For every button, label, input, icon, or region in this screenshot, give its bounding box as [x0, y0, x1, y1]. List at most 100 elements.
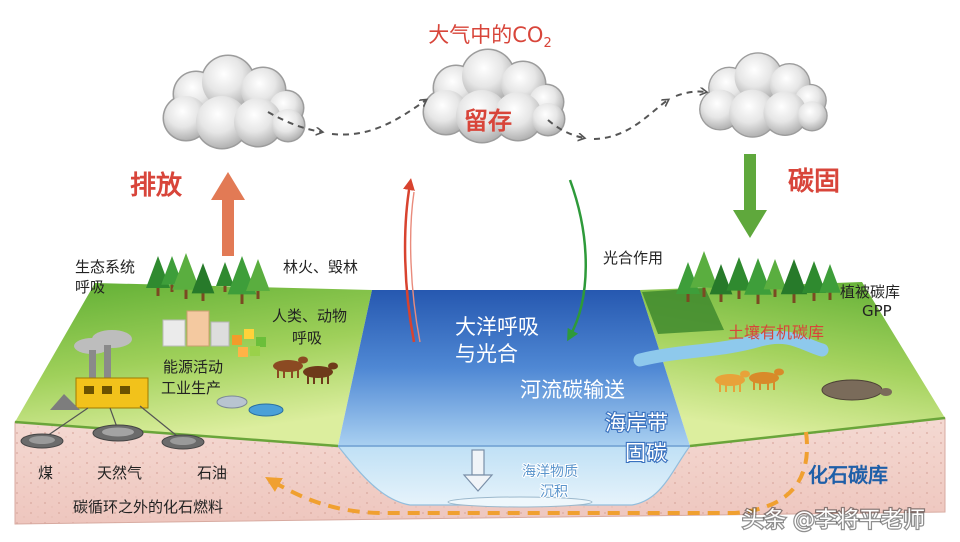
tree-icon	[726, 257, 752, 299]
chimney	[89, 350, 96, 380]
tree-icon	[191, 263, 215, 301]
animal-icon	[715, 370, 750, 392]
coastal-sequestration-label: 海岸带 固碳	[605, 411, 675, 465]
cube	[244, 329, 254, 339]
tree-crown	[780, 259, 808, 295]
deposit-core	[170, 437, 196, 445]
building	[162, 319, 186, 347]
energy-industry-label: 能源活动 工业生产	[161, 358, 228, 397]
label-line: 呼吸	[292, 329, 322, 347]
right-land-edge	[689, 416, 946, 448]
chimney	[104, 345, 111, 380]
arrow-head	[211, 172, 245, 200]
tree-trunk	[686, 292, 690, 302]
tree-crown	[709, 264, 733, 295]
tree-icon	[802, 261, 826, 301]
animals-left-icon	[273, 356, 338, 384]
tree-crown	[763, 259, 787, 290]
fixation-arrow-icon	[733, 154, 767, 238]
tree-crown	[744, 258, 772, 295]
tree-trunk	[256, 289, 260, 299]
smoke-icon	[74, 330, 132, 354]
tree-trunk	[201, 291, 205, 301]
factory-icon	[50, 345, 149, 410]
vegetation-field	[642, 288, 724, 334]
flow-segment	[593, 100, 668, 140]
arrow-shaft	[471, 449, 485, 476]
flow-segment	[547, 119, 584, 138]
fixation-label: 碳固	[788, 167, 840, 197]
tree-trunk	[828, 291, 832, 300]
tree-icon	[172, 253, 200, 299]
tree-icon	[763, 259, 787, 297]
gas-deposit-icon	[92, 424, 144, 442]
tree-crown	[216, 262, 234, 286]
arrow-shaft	[744, 154, 756, 212]
photosynthesis-label: 光合作用	[603, 249, 663, 267]
arrow-head	[462, 474, 494, 492]
label-line: 大洋呼吸	[455, 315, 539, 339]
tree-crown	[172, 253, 200, 290]
label-line: 生态系统	[75, 258, 135, 276]
tree-crown	[819, 264, 841, 293]
animal-body	[273, 360, 303, 372]
cars-icon	[216, 395, 284, 417]
tree-trunk	[792, 292, 796, 303]
river-transport-label: 河流碳输送	[520, 378, 625, 402]
cloud-right-icon	[699, 52, 828, 138]
shell	[821, 379, 883, 401]
flow-segment	[331, 100, 426, 136]
coal-deposit-icon	[20, 433, 64, 449]
animal-head	[740, 370, 750, 378]
retention-label: 留存	[464, 107, 512, 135]
fossil-outside-cycle-label: 碳循环之外的化石燃料	[73, 498, 223, 516]
tree-crown	[191, 263, 215, 294]
tree-crown	[246, 259, 270, 291]
watermark: 头条 @李将平老师	[742, 508, 925, 533]
label-line: 呼吸	[75, 278, 105, 296]
cube	[232, 335, 242, 345]
animals-right-icon	[715, 368, 784, 392]
label-line: 能源活动	[163, 358, 223, 376]
tree-icon	[780, 259, 808, 303]
sinking-arrow-icon	[462, 449, 494, 492]
building	[210, 321, 230, 347]
animal-body	[749, 372, 779, 384]
buildings-icon	[162, 310, 230, 347]
natural-gas-label: 天然气	[97, 464, 142, 482]
fire-deforestation-label: 林火、毁林	[283, 258, 358, 276]
tree-icon	[744, 258, 772, 304]
gpp-label: GPP	[862, 302, 892, 320]
animal-body	[303, 366, 333, 378]
trees-layer	[146, 251, 841, 304]
tree-trunk	[719, 292, 723, 302]
tree-trunk	[702, 285, 706, 297]
emission-arrow-icon	[211, 172, 245, 256]
tree-trunk	[156, 286, 160, 296]
animal-icon	[273, 356, 308, 378]
tree-trunk	[756, 292, 760, 304]
tree-trunk	[223, 284, 227, 292]
ocean-outgassing-arrow	[409, 191, 421, 343]
cube	[238, 347, 248, 357]
tree-icon	[216, 262, 234, 292]
tree-icon	[819, 264, 841, 300]
animal-head	[328, 362, 338, 370]
tortoise-icon	[821, 379, 892, 401]
sediment-layer	[447, 496, 593, 508]
pipeline	[43, 407, 89, 439]
tree-trunk	[170, 283, 174, 292]
animal-head	[298, 356, 308, 364]
factory-window	[120, 386, 130, 394]
human-animal-respiration-label: 人类、动物 呼吸	[272, 307, 352, 347]
pipeline	[139, 405, 183, 441]
deposit-core	[102, 427, 134, 437]
deposit-core	[29, 436, 55, 444]
cube	[256, 337, 266, 347]
tree-trunk	[240, 292, 244, 304]
smoke-puff	[92, 330, 132, 348]
flow-segment	[267, 111, 322, 132]
animal-icon	[303, 362, 338, 384]
title-main: 大气中的CO	[428, 23, 543, 47]
